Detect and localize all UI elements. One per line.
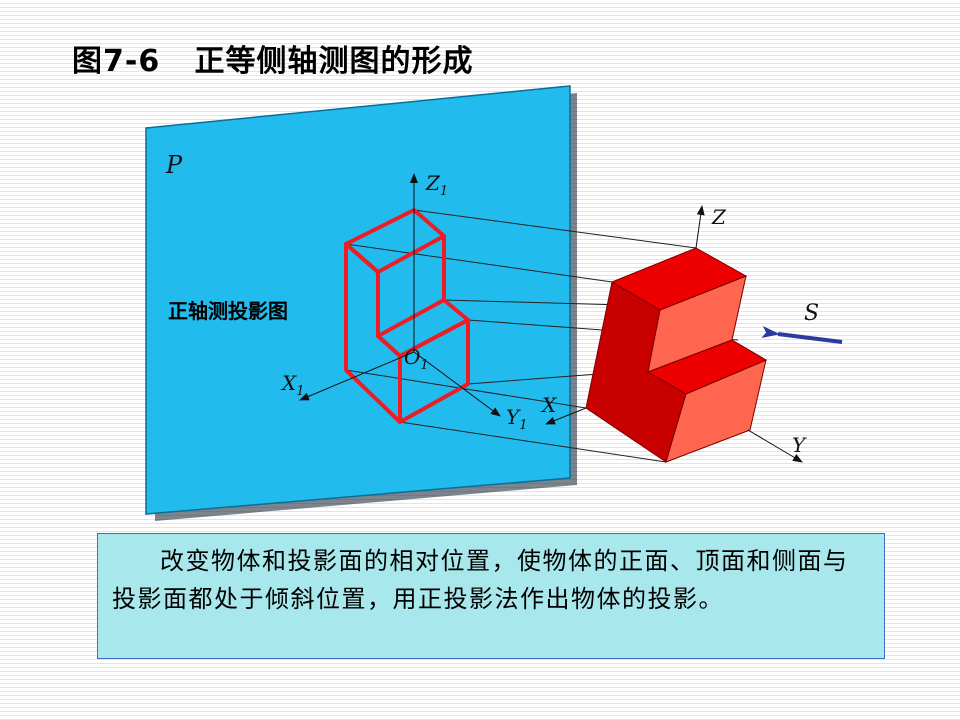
z-label: Z [711, 205, 727, 229]
direction-arrow [761, 326, 843, 344]
solid-top-face [610, 247, 748, 311]
x-label: X [540, 393, 557, 417]
caption-text: 改变物体和投影面的相对位置，使物体的正面、顶面和侧面与投影面都处于倾斜位置，用正… [112, 547, 849, 613]
plane-label: P [165, 151, 183, 179]
plane-axes [299, 173, 501, 417]
o1-label: O1 [404, 345, 429, 373]
slide-title: 图7-6 正等侧轴测图的形成 [72, 44, 474, 79]
projection-label: 正轴测投影图 [168, 299, 288, 323]
caption-box: 改变物体和投影面的相对位置，使物体的正面、顶面和侧面与投影面都处于倾斜位置，用正… [97, 533, 885, 659]
solid-axes [545, 205, 803, 463]
plane-face [145, 85, 571, 515]
x1-label: X1 [280, 371, 305, 399]
z1-label: Z1 [425, 171, 448, 199]
projection-outline [344, 208, 470, 424]
projection-plane [145, 85, 577, 521]
y-label: Y [792, 433, 807, 457]
l-shaped-solid [585, 247, 768, 463]
solid-step-face [646, 339, 768, 395]
y1-label: Y1 [506, 405, 527, 433]
direction-label: S [804, 301, 819, 326]
